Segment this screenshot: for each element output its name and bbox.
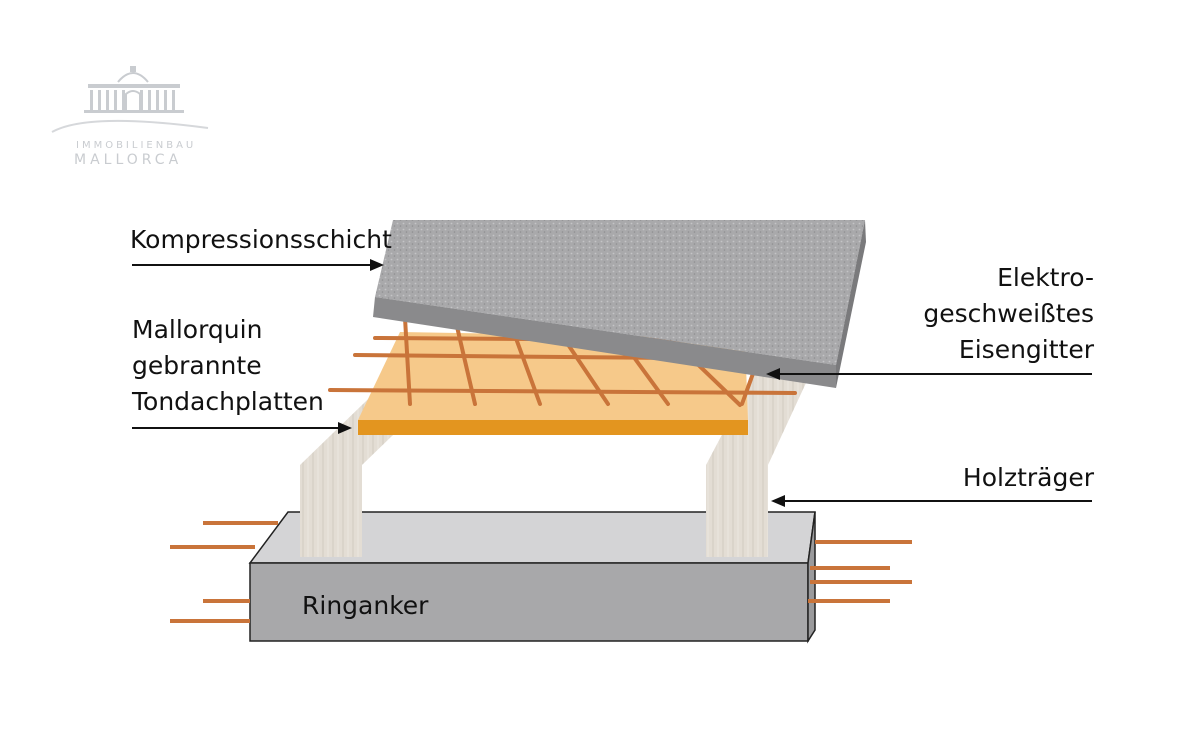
label-clay-tiles-line-1: Mallorquin bbox=[132, 315, 263, 344]
label-clay-tiles: Mallorquin gebrannte Tondachplatten bbox=[132, 312, 324, 420]
label-wood-beam: Holzträger bbox=[962, 463, 1094, 492]
label-steel-mesh-line-1: Elektro- bbox=[997, 263, 1094, 292]
compression-layer-side bbox=[373, 297, 836, 388]
compression-layer-end bbox=[836, 220, 866, 388]
company-logo: IMMOBILIENBAU MALLORCA bbox=[48, 62, 218, 172]
label-clay-tiles-line-3: Tondachplatten bbox=[132, 387, 324, 416]
label-clay-tiles-line-2: gebrannte bbox=[132, 351, 262, 380]
logo-line-2: MALLORCA bbox=[74, 152, 183, 168]
label-steel-mesh: Elektro- geschweißtes Eisengitter bbox=[923, 260, 1094, 368]
rebar-ends bbox=[170, 521, 912, 623]
compression-layer-top bbox=[375, 220, 865, 365]
clay-tile-edge bbox=[358, 420, 748, 435]
logo-line-1: IMMOBILIENBAU bbox=[76, 140, 197, 151]
building-logo-icon bbox=[51, 66, 209, 133]
wood-post-left bbox=[300, 465, 362, 557]
label-steel-mesh-line-3: Eisengitter bbox=[958, 335, 1094, 364]
label-ring-beam: Ringanker bbox=[302, 591, 429, 620]
ring-beam-end bbox=[807, 511, 816, 644]
label-steel-mesh-line-2: geschweißtes bbox=[923, 299, 1094, 328]
wood-post-right bbox=[706, 465, 768, 557]
pointer-arrows bbox=[132, 259, 1092, 507]
label-compression-layer: Kompressionsschicht bbox=[130, 225, 392, 254]
